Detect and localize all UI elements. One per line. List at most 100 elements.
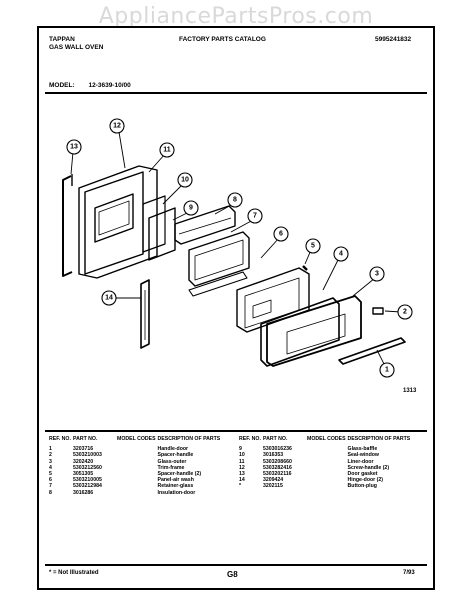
callout-label: 6: [279, 231, 283, 238]
col-model-codes: MODEL CODES: [307, 436, 346, 442]
ref-no: *: [239, 483, 242, 490]
col-description: DESCRIPTION OF PARTS: [347, 436, 411, 442]
part-no: 3016353: [263, 452, 284, 459]
callout-label: 8: [233, 197, 237, 204]
ref-no: 12: [239, 464, 245, 471]
callout-label: 2: [403, 309, 407, 316]
parts-row: 6 5303210005 Panel-air wash: [49, 477, 232, 483]
brand-block: TAPPAN GAS WALL OVEN: [49, 36, 103, 52]
page-number: G8: [227, 570, 238, 579]
callout-label: 14: [105, 295, 113, 302]
part-description: Glass-outer: [157, 458, 187, 465]
parts-row: 11 5303208660 Liner-door: [239, 459, 422, 465]
brand-name: TAPPAN: [49, 36, 75, 43]
callout-7: [247, 208, 263, 224]
footer-rule: [45, 564, 427, 566]
part-no: 5303208660: [263, 458, 292, 465]
ref-no: 1: [49, 446, 52, 453]
ref-no: 13: [239, 471, 245, 478]
footnote: * = Not Illustrated: [49, 570, 99, 576]
model-code: [117, 490, 158, 496]
callout-8: [227, 192, 243, 208]
revision-date: 7/93: [403, 570, 415, 576]
watermark-text: AppliancePartsPros.com: [98, 4, 374, 29]
callout-2: [397, 304, 413, 320]
callout-5: [305, 238, 321, 254]
part-no: 3016286: [73, 489, 94, 496]
ref-no: 5: [49, 471, 52, 478]
col-model-codes: MODEL CODES: [117, 436, 156, 442]
part-description: Trim-frame: [157, 464, 185, 471]
callout-label: 12: [113, 123, 121, 130]
ref-no: 6: [49, 477, 52, 484]
col-part-no: PART NO.: [263, 436, 288, 442]
ref-no: 14: [239, 477, 245, 484]
model-value: 12-3639-10/00: [88, 82, 131, 89]
ref-no: 4: [49, 464, 52, 471]
callout-label: 11: [163, 147, 171, 154]
callout-4: [333, 246, 349, 262]
model-label: MODEL:: [49, 82, 75, 89]
callout-label: 1: [385, 367, 389, 374]
callout-11: [159, 142, 175, 158]
part-no: 3202115: [263, 483, 283, 490]
part-description: Button-plug: [347, 483, 377, 490]
part-description: Liner-door: [347, 458, 374, 465]
part-description: Panel-air wash: [157, 477, 194, 484]
ref-no: 9: [239, 446, 242, 453]
part-no: 5303202116: [263, 471, 292, 478]
callout-14: [101, 290, 117, 306]
parts-row: 13 5303202116 Door gasket: [239, 471, 422, 477]
callout-label: 13: [70, 144, 78, 151]
callout-label: 4: [339, 251, 343, 258]
callout-label: 7: [253, 213, 257, 220]
parts-row: 14 3209424 Hinge-door (2): [239, 477, 422, 483]
part-no: 5303282416: [263, 464, 292, 471]
part-description: Hinge-door (2): [347, 477, 383, 484]
product-name: GAS WALL OVEN: [49, 44, 104, 51]
col-ref-no: REF. NO.: [239, 436, 261, 442]
part-description: Screw-handle (2): [347, 464, 390, 471]
catalog-number: 5995241832: [375, 36, 412, 43]
model-code: [307, 483, 348, 489]
ref-no: 7: [49, 483, 52, 490]
parts-table-left: REF. NO. PART NO. MODEL CODES DESCRIPTIO…: [49, 436, 232, 496]
part-no: 5303212984: [73, 483, 102, 490]
figure-code: 1313: [403, 388, 417, 394]
part-description: Glass-baffle: [347, 446, 378, 453]
part-description: Handle-door: [157, 446, 189, 453]
col-ref-no: REF. NO.: [49, 436, 71, 442]
ref-no: 10: [239, 452, 245, 459]
part-no: 5303212560: [73, 464, 102, 471]
part-no: 3202420: [73, 458, 94, 465]
part-description: Spacer-handle: [157, 452, 194, 459]
callout-9: [183, 200, 199, 216]
callout-10: [177, 172, 193, 188]
callout-label: 3: [375, 271, 379, 278]
part-no: 3051305: [73, 471, 94, 478]
part-no: 5303016236: [263, 446, 292, 453]
header-rule: [45, 92, 427, 94]
col-description: DESCRIPTION OF PARTS: [157, 436, 221, 442]
part-no: 3209424: [263, 477, 284, 484]
callout-label: 10: [181, 177, 189, 184]
part-no: 5303210005: [73, 477, 102, 484]
part-no: 5303210003: [73, 452, 102, 459]
parts-row: 4 5303212560 Trim-frame: [49, 465, 232, 471]
parts-row: 9 5303016236 Glass-baffle: [239, 446, 422, 452]
ref-no: 11: [239, 458, 245, 465]
callout-1: [379, 362, 395, 378]
parts-table-right: REF. NO. PART NO. MODEL CODES DESCRIPTIO…: [239, 436, 422, 490]
callout-6: [273, 226, 289, 242]
parts-catalog-page: TAPPAN GAS WALL OVEN FACTORY PARTS CATAL…: [37, 26, 435, 590]
model-line: MODEL: 12-3639-10/00: [49, 82, 131, 89]
part-description: Door gasket: [347, 471, 378, 478]
col-part-no: PART NO.: [73, 436, 98, 442]
catalog-title: FACTORY PARTS CATALOG: [179, 36, 266, 43]
